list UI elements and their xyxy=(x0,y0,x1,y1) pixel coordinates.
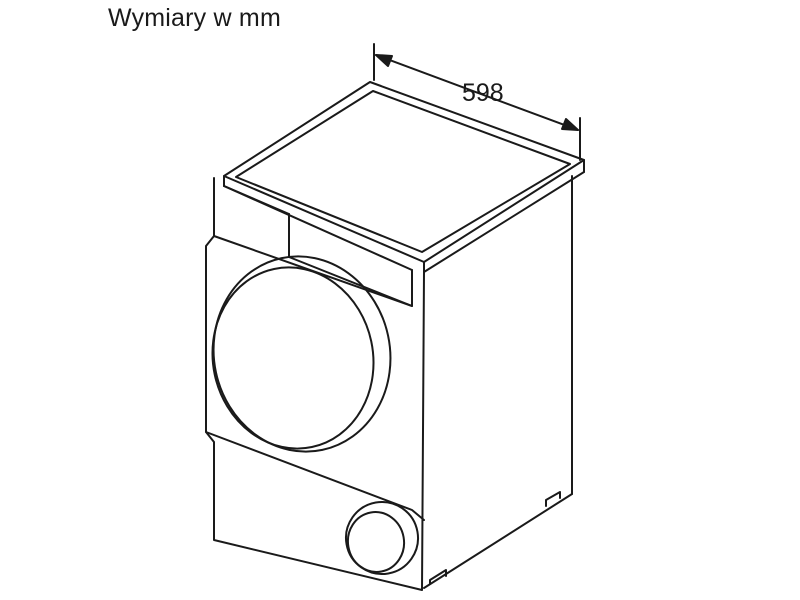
width-dimension-label: 598 xyxy=(462,79,504,107)
top-inner xyxy=(235,90,571,253)
foot-front-right xyxy=(429,569,447,585)
front-lower-edge xyxy=(205,431,425,521)
bottom-hatch xyxy=(345,501,419,575)
arrowhead-left xyxy=(375,54,393,67)
dryer-body xyxy=(205,81,585,591)
diagram-title: Wymiary w mm xyxy=(108,4,281,32)
foot-back-right xyxy=(545,491,561,507)
hatch-inner xyxy=(346,511,406,573)
top-outer xyxy=(223,81,585,263)
display-panel xyxy=(288,213,413,307)
side-bottom-edge xyxy=(423,493,573,589)
dimension-line xyxy=(375,54,579,131)
front-face xyxy=(205,177,425,591)
arrowhead-right xyxy=(561,118,579,131)
hatch-outer xyxy=(345,501,419,575)
width-dimension: 598 xyxy=(373,43,581,161)
door-inner-glass xyxy=(211,266,375,450)
door xyxy=(211,255,392,453)
door-outer-ring xyxy=(212,255,392,453)
